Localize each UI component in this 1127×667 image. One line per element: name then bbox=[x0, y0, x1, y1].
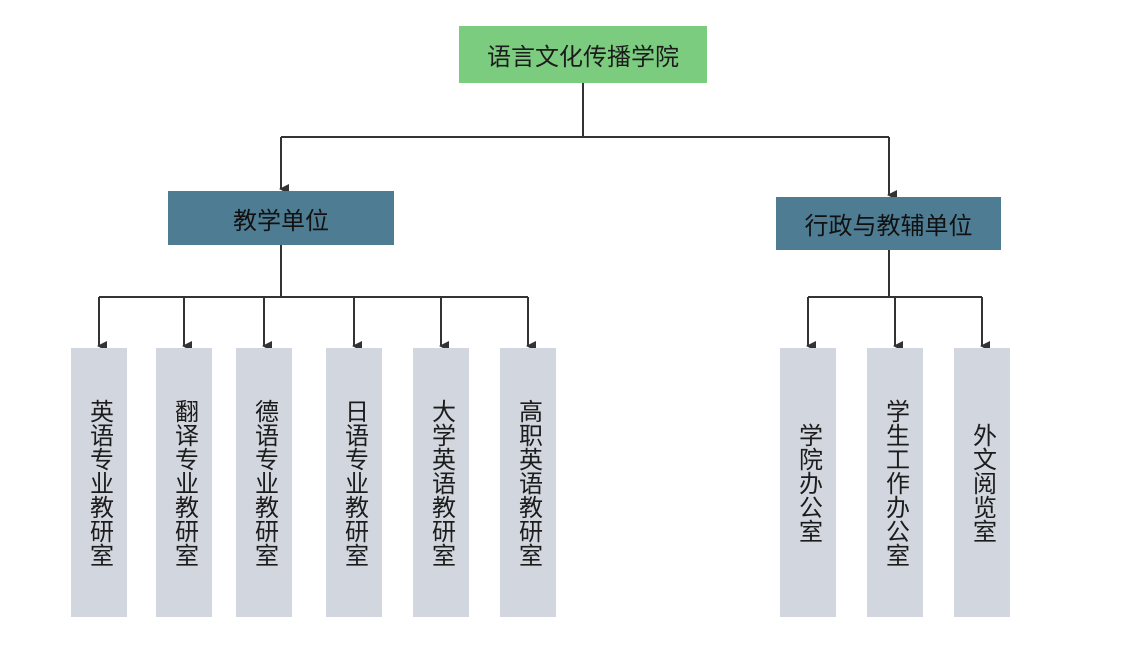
branch-admin-units: 行政与教辅单位 bbox=[776, 197, 1001, 250]
leaf-translation-major: 翻译专业教研室 bbox=[156, 348, 212, 617]
leaf-student-affairs-office: 学生工作办公室 bbox=[867, 348, 923, 617]
leaf-label: 外文阅览室 bbox=[968, 422, 997, 543]
leaf-english-major: 英语专业教研室 bbox=[71, 348, 127, 617]
leaf-vocational-english: 高职英语教研室 bbox=[500, 348, 556, 617]
branch-label: 行政与教辅单位 bbox=[804, 212, 973, 240]
leaf-label: 德语专业教研室 bbox=[250, 398, 279, 567]
leaf-label: 英语专业教研室 bbox=[85, 398, 114, 567]
leaf-college-english: 大学英语教研室 bbox=[413, 348, 469, 617]
leaf-label: 学生工作办公室 bbox=[881, 398, 910, 567]
leaf-college-office: 学院办公室 bbox=[780, 348, 836, 617]
leaf-label: 大学英语教研室 bbox=[427, 398, 456, 567]
leaf-japanese-major: 日语专业教研室 bbox=[326, 348, 382, 617]
leaf-german-major: 德语专业教研室 bbox=[236, 348, 292, 617]
leaf-foreign-reading-room: 外文阅览室 bbox=[954, 348, 1010, 617]
branch-teaching-units: 教学单位 bbox=[168, 191, 394, 245]
leaf-label: 翻译专业教研室 bbox=[170, 398, 199, 567]
root-node: 语言文化传播学院 bbox=[459, 26, 707, 83]
leaf-label: 学院办公室 bbox=[794, 422, 823, 543]
branch-label: 教学单位 bbox=[233, 206, 329, 235]
leaf-label: 日语专业教研室 bbox=[340, 398, 369, 567]
root-label: 语言文化传播学院 bbox=[487, 43, 679, 71]
leaf-label: 高职英语教研室 bbox=[514, 398, 543, 567]
